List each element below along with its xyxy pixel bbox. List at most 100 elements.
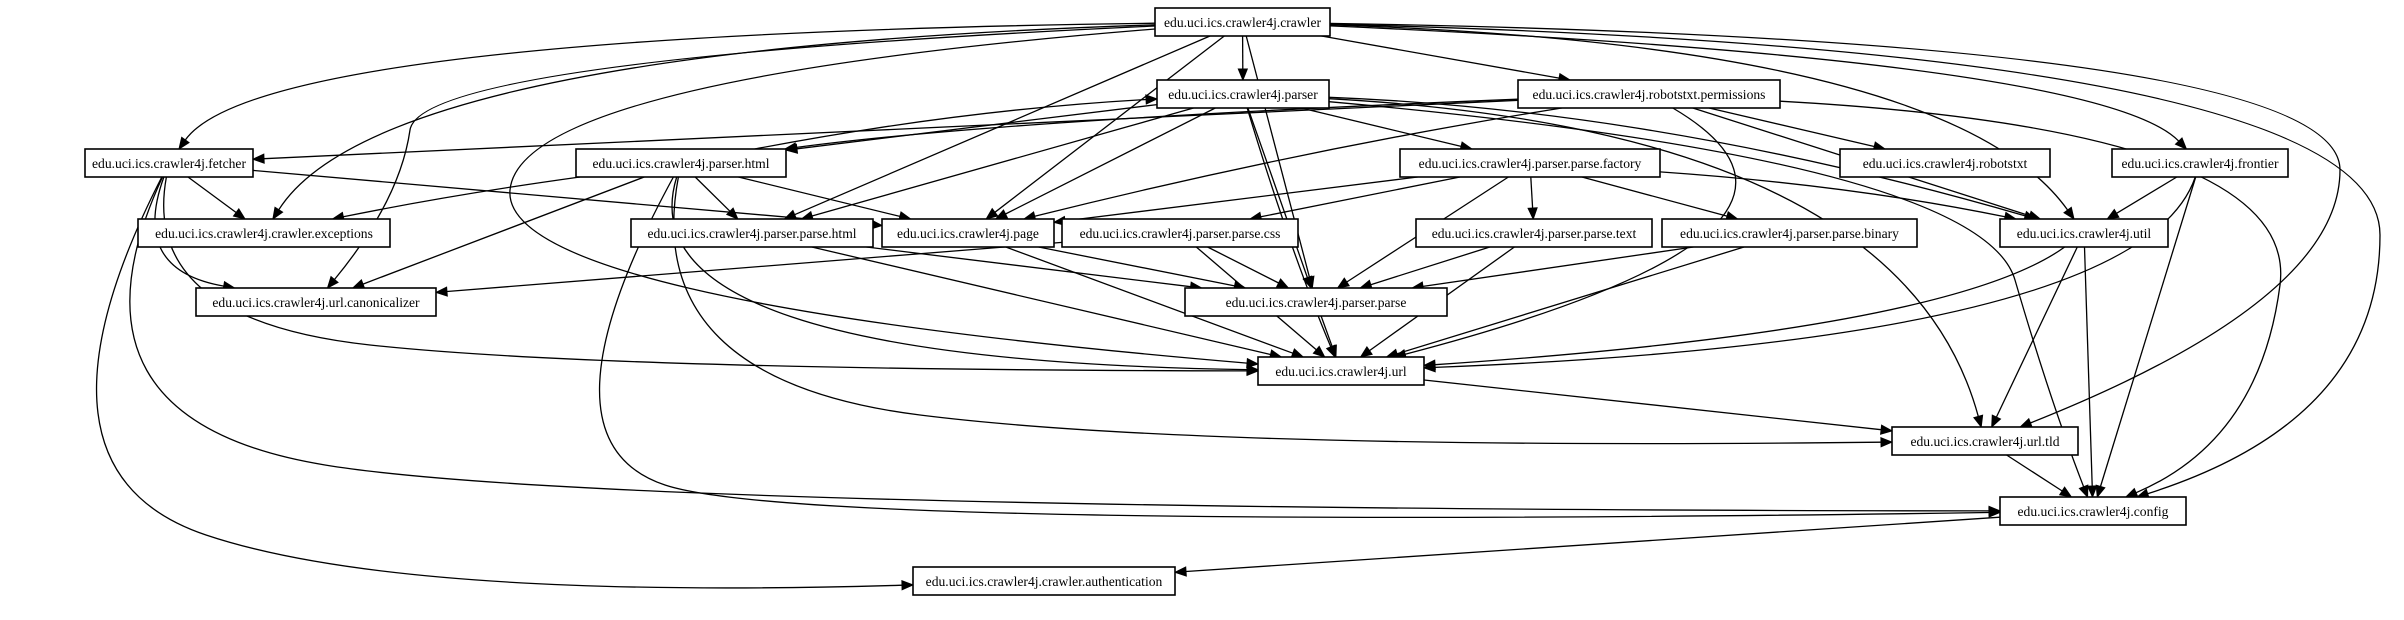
arrowhead-icon [1173, 566, 1187, 577]
edge-line [738, 176, 901, 218]
node-box [1999, 218, 2169, 248]
node-box [1999, 496, 2187, 526]
arrowhead-icon [351, 279, 366, 289]
arrowhead-icon [1327, 344, 1337, 359]
arrowhead-icon [1880, 436, 1894, 448]
node-util: edu.uci.ics.crawler4j.util [1999, 218, 2169, 248]
node-parse-html: edu.uci.ics.crawler4j.parser.parse.html [630, 218, 874, 248]
arrowhead-icon [1359, 345, 1373, 358]
node-url: edu.uci.ics.crawler4j.url [1257, 356, 1425, 386]
node-label: edu.uci.ics.crawler4j.frontier [2121, 156, 2278, 171]
edge-line [866, 246, 1191, 288]
arrowhead-icon [1988, 507, 2002, 518]
arrowhead-icon [901, 579, 915, 591]
arrowhead-icon [232, 208, 247, 220]
edge-line [1034, 107, 1562, 217]
node-box [137, 218, 391, 248]
node-box [84, 148, 254, 178]
edge-parse-factory-to-util [1659, 171, 2018, 222]
arrowhead-icon [1290, 348, 1305, 358]
edge-robotstxt-permissions-to-robotstxt [1708, 107, 1887, 152]
edge-line [1422, 246, 1694, 288]
edge-line [187, 176, 237, 214]
node-label: edu.uci.ics.crawler4j.parser.html [592, 156, 769, 171]
edge-line [263, 99, 1519, 160]
edge-line [362, 176, 645, 285]
arrowhead-icon [783, 142, 797, 153]
edge-parse-factory-to-page [1052, 176, 1418, 227]
edge-parse-factory-to-parse-binary [1581, 176, 1739, 222]
arrowhead-icon [178, 136, 190, 151]
edge-line [794, 35, 1211, 216]
node-box [1891, 426, 2079, 456]
edge-line [1423, 379, 1882, 431]
edge-parser-to-parser-parse [1247, 107, 1313, 290]
edge-line [1005, 246, 1294, 354]
edge-parser-html-to-parse-html [694, 176, 739, 220]
node-label: edu.uci.ics.crawler4j.url [1275, 364, 1407, 379]
arrowhead-icon [994, 209, 1009, 220]
node-box [1661, 218, 1918, 248]
arrowhead-icon [1275, 278, 1290, 289]
node-box [1257, 356, 1425, 386]
edge-url-tld-to-config [2006, 454, 2073, 498]
edge-util-to-url-tld [1991, 246, 2078, 429]
edge-line [1260, 176, 1461, 218]
edge-crawler-to-url-canonicalizer [326, 25, 1156, 290]
arrowhead-icon [2058, 486, 2073, 498]
node-box [1399, 148, 1661, 178]
edge-line [154, 176, 224, 287]
node-url-tld: edu.uci.ics.crawler4j.url.tld [1891, 426, 2079, 456]
edge-line [796, 103, 1158, 150]
arrowhead-icon [1145, 94, 1159, 105]
edge-line [811, 246, 1271, 356]
node-box [881, 218, 1055, 248]
edge-line [1434, 176, 2196, 369]
edge-parse-css-to-url-canonicalizer [434, 241, 1063, 297]
node-box [1415, 218, 1653, 248]
edge-line [184, 22, 1156, 141]
edge-crawler-to-parser-parse [1245, 35, 1315, 290]
edge-line [671, 176, 1248, 371]
arrowhead-icon [985, 207, 999, 220]
edge-url-to-url-tld [1423, 379, 1894, 435]
edge-line [1779, 100, 2282, 494]
arrowhead-icon [251, 153, 265, 164]
edge-line [333, 25, 1156, 280]
edge-parse-text-to-parser-parse [1358, 246, 1490, 290]
node-frontier: edu.uci.ics.crawler4j.frontier [2111, 148, 2289, 178]
edges-layer [96, 22, 2381, 591]
edge-line [446, 241, 1063, 293]
nodes-layer: edu.uci.ics.crawler4j.crawleredu.uci.ics… [84, 7, 2289, 596]
edge-line [694, 176, 731, 212]
edge-parser-to-parse-factory [1301, 107, 1474, 152]
edge-line [1329, 23, 2381, 495]
edge-line [2083, 246, 2093, 487]
arrowhead-icon [434, 286, 448, 297]
edge-line [1581, 176, 1728, 217]
arrowhead-icon [1246, 357, 1260, 369]
arrowhead-icon [2095, 484, 2106, 499]
edge-line [1245, 35, 1311, 278]
node-box [1184, 287, 1448, 317]
arrowhead-icon [1237, 68, 1249, 82]
edge-line [1328, 101, 2085, 487]
edge-util-to-config [2083, 246, 2098, 499]
node-box [195, 287, 437, 317]
edge-line [795, 98, 1519, 149]
edge-line [1247, 107, 1309, 278]
node-label: edu.uci.ics.crawler4j.crawler.exceptions [155, 226, 373, 241]
arrowhead-icon [2106, 208, 2120, 220]
arrowhead-icon [2174, 137, 2188, 150]
edge-line [1708, 107, 1875, 148]
edge-parser-to-page [994, 107, 1216, 220]
edge-line [1329, 22, 2341, 424]
edge-parser-to-url-tld [1328, 98, 1984, 429]
node-box [1061, 218, 1299, 248]
edge-line [2116, 176, 2178, 214]
edge-line [1370, 246, 1490, 286]
node-crawler-authentication: edu.uci.ics.crawler4j.crawler.authentica… [912, 566, 1176, 596]
node-label: edu.uci.ics.crawler4j.parser.parse.css [1080, 226, 1281, 241]
edge-robotstxt-permissions-to-parser-html [783, 98, 1519, 153]
